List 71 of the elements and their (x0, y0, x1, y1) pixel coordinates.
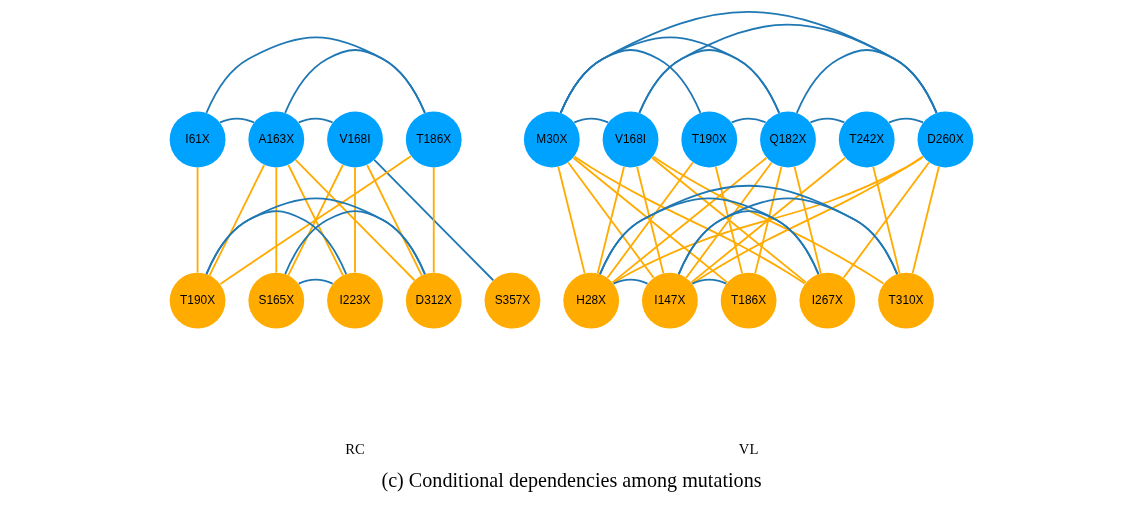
connector (690, 156, 847, 284)
connector (793, 165, 822, 275)
connector (888, 117, 924, 124)
connector (294, 159, 416, 282)
connector (287, 164, 344, 277)
node-circle: S357X (484, 272, 541, 329)
node-circle: T310X (878, 272, 934, 329)
connector (284, 49, 426, 114)
connector (208, 164, 266, 277)
node-circle: H28X (563, 272, 620, 329)
connector (567, 161, 655, 279)
connector (872, 165, 901, 275)
node-circle: I267X (799, 272, 856, 329)
connector (432, 166, 435, 274)
connector (795, 49, 938, 114)
node-circle: T186X (405, 111, 462, 168)
connector (636, 165, 665, 275)
node-circle: T190X (681, 111, 738, 168)
connector (651, 156, 807, 284)
connector (572, 156, 729, 284)
connector (284, 210, 426, 275)
connector (557, 165, 586, 275)
node-circle: D260X (917, 111, 974, 168)
label: VL (738, 440, 759, 457)
connector (691, 278, 728, 285)
connector (612, 278, 649, 285)
node-circle: D312X (405, 272, 462, 329)
connector (599, 184, 899, 275)
node-circle: T190X (169, 272, 226, 329)
connector (196, 166, 199, 274)
connector (573, 155, 806, 285)
connector (219, 117, 255, 124)
connector (606, 161, 694, 279)
node-circle: S165X (248, 272, 305, 329)
connector (714, 165, 744, 275)
caption: (c) Conditional dependencies among mutations (381, 468, 762, 491)
connector (842, 161, 930, 279)
connector (297, 117, 334, 124)
node-circle: T186X (720, 272, 777, 329)
node-circle: I61X (169, 111, 226, 168)
connector (730, 117, 767, 124)
node-circle: V168I (602, 111, 659, 168)
connector (911, 165, 940, 275)
connector (691, 155, 924, 285)
node-circle: Q182X (760, 111, 816, 168)
node-circle: I147X (642, 272, 698, 329)
connector (754, 165, 783, 275)
connector (366, 164, 423, 277)
connector (559, 11, 938, 114)
connector (596, 165, 625, 275)
connector (612, 156, 924, 284)
node-circle: A163X (248, 111, 305, 168)
connector (354, 166, 356, 274)
node-circle: I223X (327, 272, 383, 329)
connector (685, 161, 773, 279)
node-circle: V168I (327, 111, 383, 168)
connector (611, 156, 768, 284)
connector (638, 23, 938, 114)
label: RC (345, 440, 365, 457)
connector (205, 36, 426, 114)
node-circle: M30X (523, 111, 580, 168)
connector (275, 166, 278, 274)
node-circle: T242X (838, 111, 895, 168)
connector (809, 117, 846, 124)
connector (373, 159, 495, 282)
connector (297, 278, 334, 285)
connector (652, 155, 885, 285)
connector (205, 197, 426, 275)
connector (677, 197, 899, 275)
connector (219, 155, 412, 285)
connector (573, 117, 610, 124)
